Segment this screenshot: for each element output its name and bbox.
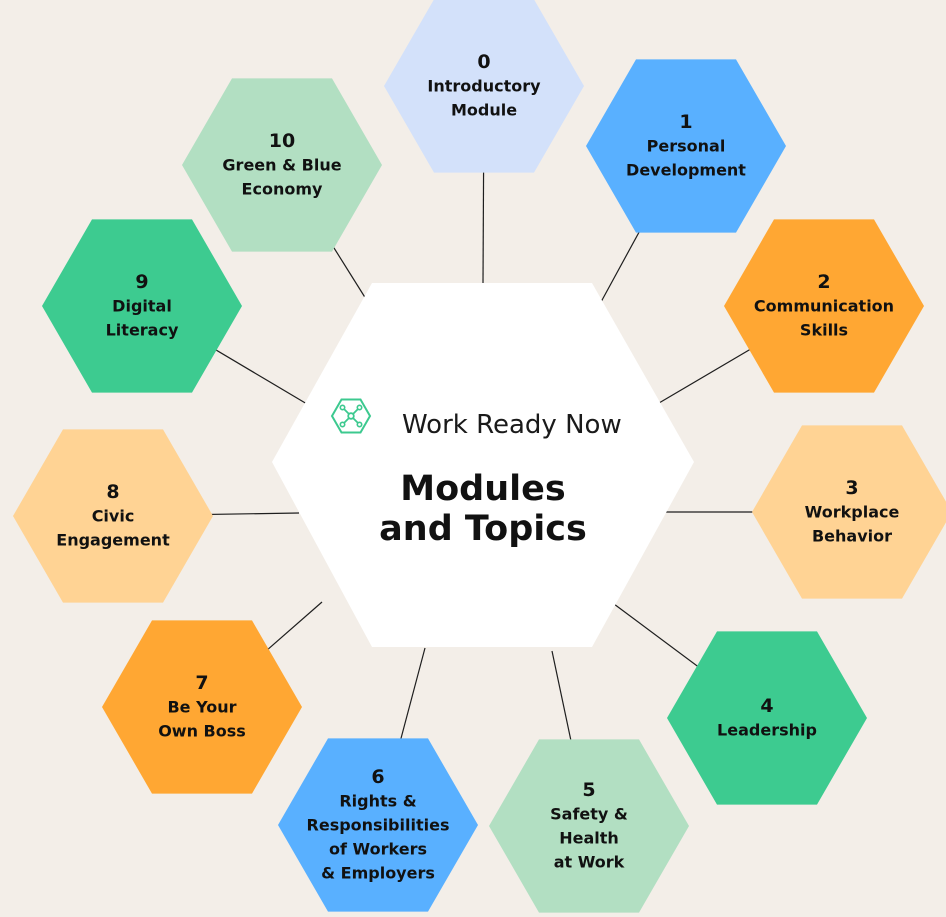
page-title-line1: Modules <box>400 469 565 509</box>
module-title-10-line-2: Economy <box>242 180 323 199</box>
module-title-7-line-2: Own Boss <box>158 722 246 741</box>
module-title-7-line-1: Be Your <box>167 698 236 717</box>
module-hexagon-shape-5 <box>489 739 689 913</box>
module-number-7: 7 <box>195 672 208 694</box>
center-hexagon <box>272 283 694 647</box>
module-number-4: 4 <box>760 695 773 717</box>
module-title-5-line-2: Health <box>559 829 619 848</box>
module-hexagon-shape-6 <box>278 738 478 912</box>
module-hexagons: 0IntroductoryModule1PersonalDevelopment2… <box>13 0 946 913</box>
module-number-2: 2 <box>817 271 830 293</box>
module-number-6: 6 <box>371 766 384 788</box>
module-title-6-line-3: of Workers <box>329 840 427 859</box>
module-hexagon-shape-10 <box>182 78 382 252</box>
module-title-6-line-2: Responsibilities <box>307 816 450 835</box>
module-number-9: 9 <box>135 271 148 293</box>
module-title-6-line-4: & Employers <box>321 864 435 883</box>
module-title-2-line-1: Communication <box>754 297 894 316</box>
module-title-1-line-2: Development <box>626 161 746 180</box>
module-hexagon-shape-8 <box>13 429 213 603</box>
module-title-2-line-2: Skills <box>800 321 848 340</box>
module-title-1-line-1: Personal <box>647 137 726 156</box>
module-hexagon-shape-4 <box>667 631 867 805</box>
module-number-5: 5 <box>582 779 595 801</box>
module-title-0-line-2: Module <box>451 101 517 120</box>
module-number-10: 10 <box>269 130 295 152</box>
module-hexagon-shape-7 <box>102 620 302 794</box>
module-title-0-line-1: Introductory <box>427 77 541 96</box>
module-title-3-line-1: Workplace <box>805 503 900 522</box>
module-title-5-line-3: at Work <box>554 853 625 872</box>
page-title-line2: and Topics <box>379 509 587 549</box>
module-title-5-line-1: Safety & <box>550 805 628 824</box>
module-title-9-line-1: Digital <box>112 297 172 316</box>
module-number-0: 0 <box>477 51 490 73</box>
module-title-4-line-1: Leadership <box>717 721 817 740</box>
module-hexagon-shape-0 <box>384 0 584 173</box>
module-title-10-line-1: Green & Blue <box>222 156 341 175</box>
brand-logo-icon <box>330 398 372 434</box>
brand-name: Work Ready Now <box>402 410 622 440</box>
module-hexagon-shape-3 <box>752 425 946 599</box>
module-title-8-line-1: Civic <box>92 507 135 526</box>
module-number-8: 8 <box>106 481 119 503</box>
module-title-9-line-2: Literacy <box>106 321 179 340</box>
module-title-3-line-2: Behavior <box>812 527 892 546</box>
module-hexagon-shape-2 <box>724 219 924 393</box>
module-title-8-line-2: Engagement <box>56 531 170 550</box>
module-hexagon-shape-1 <box>586 59 786 233</box>
module-hexagon-shape-9 <box>42 219 242 393</box>
module-number-3: 3 <box>845 477 858 499</box>
module-number-1: 1 <box>679 111 692 133</box>
module-title-6-line-1: Rights & <box>339 792 416 811</box>
